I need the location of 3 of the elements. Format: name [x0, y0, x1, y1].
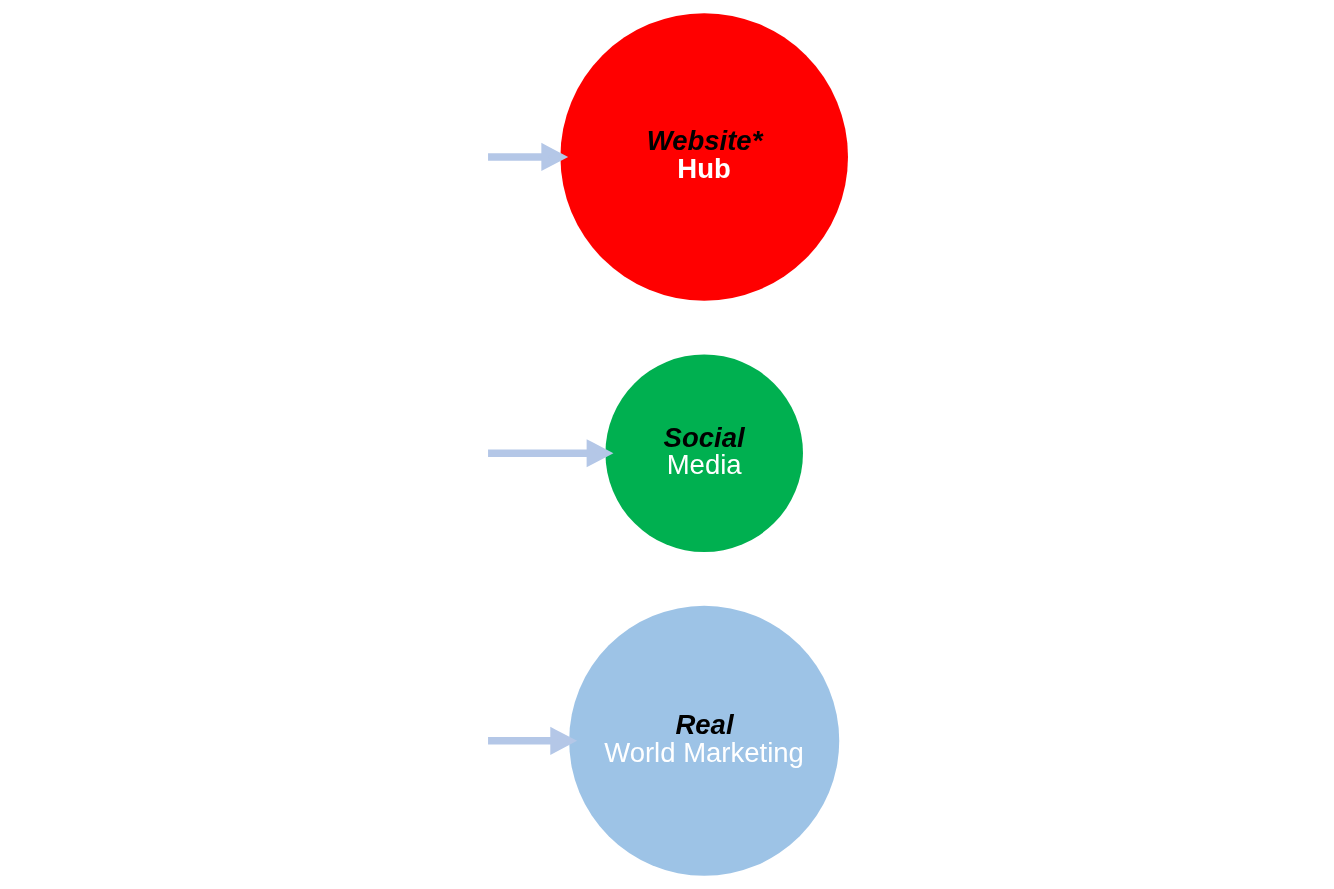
node-circle: Real World Marketing — [568, 605, 839, 876]
node-circle: Social Media — [604, 354, 803, 553]
node-circle: Website* Hub — [559, 13, 848, 301]
